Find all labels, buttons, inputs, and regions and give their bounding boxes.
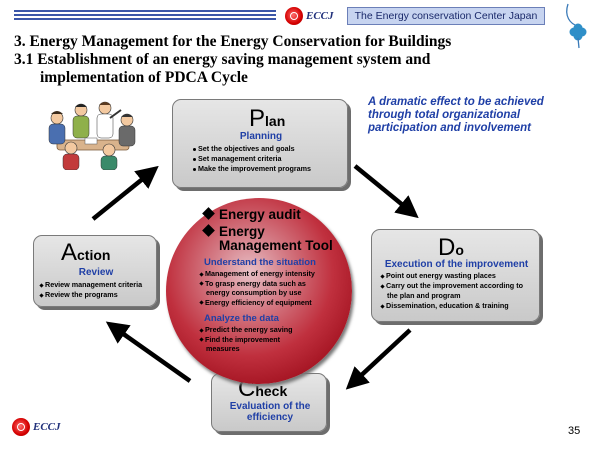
check-subtitle: Evaluation of the efficiency: [229, 401, 311, 423]
eccj-logo-icon: [285, 7, 303, 25]
slide-title-line2: 3.1 Establishment of an energy saving ma…: [14, 51, 431, 68]
analyze-data-title: Analyze the data: [204, 313, 279, 324]
plan-box: Plan Planning Set the objectives and goa…: [172, 99, 348, 188]
meeting-people-illustration: [48, 101, 136, 170]
list-item: measures: [206, 344, 240, 353]
list-item: Management of energy intensity: [199, 269, 315, 279]
footer-logo-text: ECCJ: [33, 421, 61, 433]
analyze-data-list: Predict the energy saving Find the impro…: [199, 325, 292, 354]
plan-subtitle: Planning: [239, 131, 283, 142]
list-item: Set the objectives and goals: [193, 144, 311, 154]
understand-situation-title: Understand the situation: [204, 257, 316, 268]
do-list: Point out energy wasting places Carry ou…: [380, 271, 523, 311]
plan-title: Plan: [249, 105, 286, 132]
list-item: Predict the energy saving: [199, 325, 292, 335]
list-item: Point out energy wasting places: [380, 271, 523, 281]
page-number: 35: [568, 425, 581, 437]
action-subtitle: Review: [78, 267, 114, 278]
energy-management-tool-heading: Energy: [202, 224, 265, 239]
action-title: Action: [61, 239, 111, 266]
do-title: Do: [438, 234, 464, 261]
action-box: Action Review Review management criteria…: [33, 235, 157, 307]
list-item: Review management criteria: [39, 280, 142, 290]
organization-name: The Energy conservation Center Japan: [347, 7, 545, 25]
list-item: Carry out the improvement according to: [380, 281, 523, 291]
energy-management-tool-heading-line2: Management Tool: [219, 238, 333, 253]
slide-title-line3: implementation of PDCA Cycle: [40, 69, 248, 86]
slide-title-line1: 3. Energy Management for the Energy Cons…: [14, 33, 452, 50]
understand-situation-list: Management of energy intensity To grasp …: [199, 269, 315, 308]
arrow-action-to-plan: [91, 165, 159, 221]
list-item: Review the programs: [39, 290, 142, 300]
list-item: Find the improvement: [199, 335, 292, 345]
do-subtitle: Execution of the improvement: [384, 259, 529, 270]
sprout-icon: [566, 3, 587, 49]
action-list: Review management criteria Review the pr…: [39, 280, 142, 300]
arrow-plan-to-do: [353, 164, 419, 219]
eccj-logo: ECCJ: [285, 7, 334, 25]
eccj-logo-icon: [12, 418, 30, 436]
list-item: Make the improvement programs: [193, 164, 311, 174]
arrow-do-to-check: [345, 328, 412, 390]
list-item: Energy efficiency of equipment: [199, 298, 315, 308]
footer-eccj-logo: ECCJ: [12, 418, 61, 436]
list-item: Set management criteria: [193, 154, 311, 164]
eccj-logo-text: ECCJ: [306, 10, 334, 22]
do-box: Do Execution of the improvement Point ou…: [371, 229, 540, 322]
tagline: A dramatic effect to be achieved through…: [368, 96, 544, 134]
plan-list: Set the objectives and goals Set managem…: [193, 144, 311, 174]
header-rule: [14, 10, 276, 22]
list-item: To grasp energy data such as: [199, 279, 315, 289]
list-item: the plan and program: [387, 291, 461, 300]
energy-audit-circle: [166, 198, 352, 384]
energy-audit-heading: Energy audit: [202, 207, 301, 222]
list-item: energy consumption by use: [206, 288, 302, 297]
arrow-check-to-action: [105, 321, 192, 383]
list-item: Dissemination, education & training: [380, 301, 523, 311]
